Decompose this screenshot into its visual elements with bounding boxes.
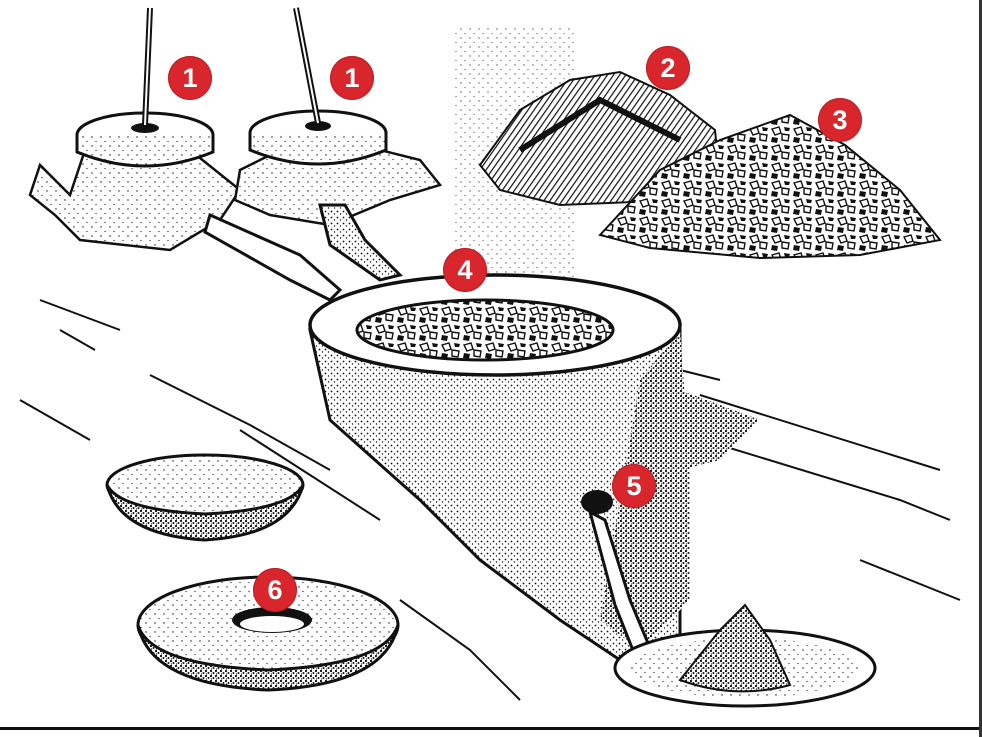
mortar-opening (357, 300, 613, 360)
marker-3: 3 (818, 98, 862, 142)
marker-label: 4 (457, 257, 472, 284)
marker-label: 3 (832, 107, 847, 134)
marker-label: 2 (660, 55, 675, 82)
marker-1-right: 1 (330, 56, 374, 100)
marker-label: 1 (344, 65, 359, 92)
bottom-border (0, 727, 982, 730)
marker-6: 6 (253, 568, 297, 612)
marker-4: 4 (443, 248, 487, 292)
marker-label: 5 (626, 473, 641, 500)
marker-1-left: 1 (168, 56, 212, 100)
marker-2: 2 (646, 46, 690, 90)
marker-label: 6 (267, 577, 282, 604)
marker-label: 1 (182, 65, 197, 92)
stone-bowl (107, 455, 303, 540)
marker-5: 5 (612, 464, 656, 508)
